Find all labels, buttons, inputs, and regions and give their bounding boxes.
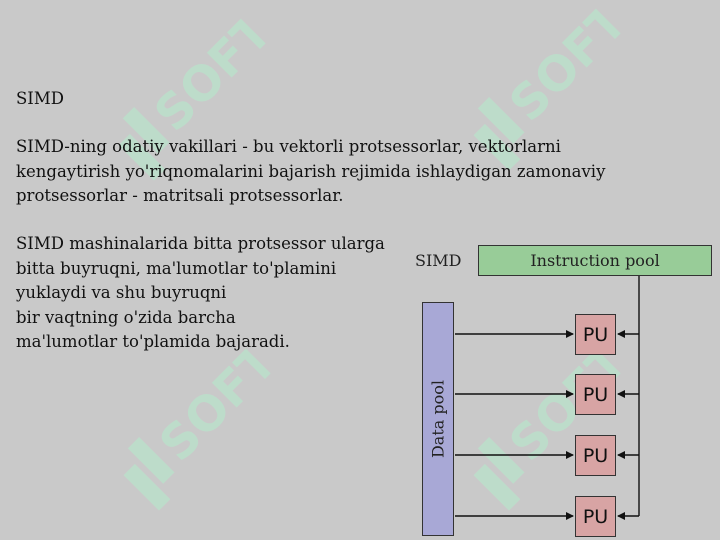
paragraph-line: SIMD mashinalarida bitta protsessor ular… xyxy=(16,234,385,253)
paragraph-explanation: SIMD mashinalarida bitta protsessor ular… xyxy=(16,232,396,355)
paragraph-line: yuklaydi va shu buyruqni xyxy=(16,283,227,302)
diagram-label: SIMD xyxy=(415,251,462,270)
processing-unit-label: PU xyxy=(582,383,609,406)
processing-unit: PU xyxy=(575,435,616,476)
paragraph-line: kengaytirish yo'riqnomalarini bajarish r… xyxy=(16,161,606,181)
connector-arrows xyxy=(455,276,640,520)
svg-text:SOFT: SOFT xyxy=(144,3,283,142)
paragraph-line: bitta buyruqni, ma'lumotlar to'plamini xyxy=(16,258,337,278)
processing-unit-label: PU xyxy=(582,505,609,528)
watermark-logo: SOFT xyxy=(100,330,291,521)
simd-diagram: SIMD Instruction pool Data pool PU PU PU… xyxy=(405,238,720,540)
processing-unit-label: PU xyxy=(582,323,609,346)
paragraph-line: protsessorlar - matritsali protsessorlar… xyxy=(16,186,344,205)
processing-unit: PU xyxy=(575,374,616,415)
svg-text:SOFT: SOFT xyxy=(499,0,638,132)
paragraph-description: SIMD-ning odatiy vakillari - bu vektorli… xyxy=(16,135,636,209)
data-pool-label: Data pool xyxy=(428,379,448,459)
instruction-pool-label: Instruction pool xyxy=(530,251,660,270)
paragraph-line: ma'lumotlar to'plamida bajaradi. xyxy=(16,332,290,351)
instruction-pool-box: Instruction pool xyxy=(478,245,712,276)
slide-title: SIMD xyxy=(16,89,64,108)
paragraph-line: SIMD-ning odatiy vakillari - bu vektorli… xyxy=(16,137,561,156)
processing-unit: PU xyxy=(575,496,616,537)
processing-unit: PU xyxy=(575,314,616,355)
data-pool-box xyxy=(422,302,454,536)
paragraph-line: bir vaqtning o'zida barcha xyxy=(16,307,236,327)
processing-unit-label: PU xyxy=(582,444,609,467)
